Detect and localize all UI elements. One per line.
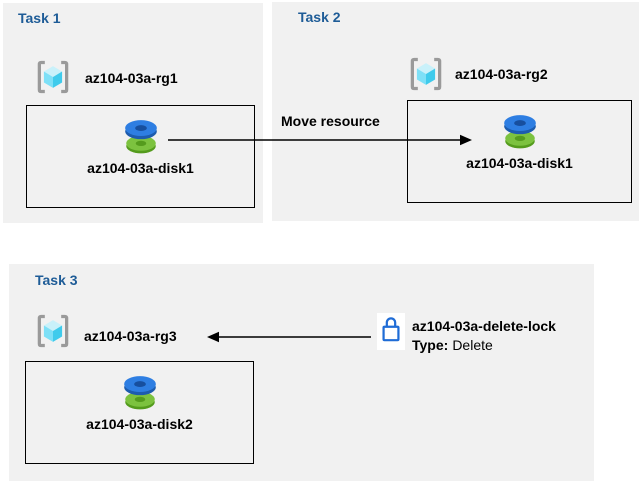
lock-chip (377, 313, 405, 350)
lock-text-block: az104-03a-delete-lock Type:Delete (412, 317, 556, 355)
disk-icon (121, 374, 159, 410)
resource-label: az104-03a-disk1 (87, 160, 194, 176)
disk-icon (122, 118, 160, 154)
resource-box: az104-03a-disk2 (25, 361, 254, 464)
lock-type-value: Delete (452, 337, 493, 353)
lock-icon (378, 312, 404, 352)
resource-group-label: az104-03a-rg1 (85, 70, 178, 86)
move-resource-label: Move resource (281, 113, 380, 129)
task2-title: Task 2 (298, 9, 341, 25)
resource-group-label: az104-03a-rg2 (455, 66, 548, 82)
resource-group-icon (33, 311, 73, 351)
lock-name-label: az104-03a-delete-lock (412, 318, 556, 334)
resource-group-label: az104-03a-rg3 (84, 328, 177, 344)
resource-box: az104-03a-disk1 (26, 105, 255, 208)
disk-icon (501, 113, 539, 149)
lock-type-line: Type:Delete (412, 336, 556, 355)
task1-title: Task 1 (18, 10, 61, 26)
task3-panel (9, 264, 594, 481)
task2-panel (272, 2, 639, 221)
resource-box: az104-03a-disk1 (407, 100, 632, 203)
resource-label: az104-03a-disk1 (466, 155, 573, 171)
resource-label: az104-03a-disk2 (86, 416, 193, 432)
resource-group-icon (406, 54, 446, 94)
task1-panel (3, 3, 263, 223)
task3-title: Task 3 (35, 272, 78, 288)
lock-type-label: Type: (412, 337, 449, 353)
resource-group-icon (33, 57, 73, 97)
